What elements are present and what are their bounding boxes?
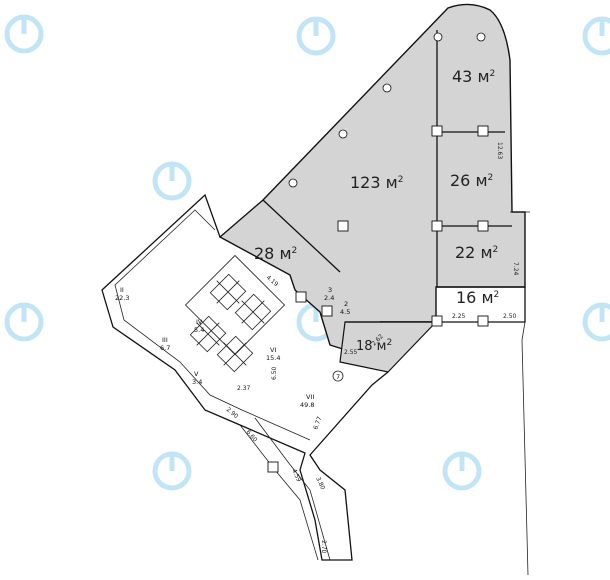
dim-6-50: 6.50: [271, 366, 278, 380]
room-3-num: 3: [328, 286, 332, 294]
watermark-logo: [152, 161, 192, 201]
dim-2-70: 2.70: [320, 540, 327, 554]
dim-6-60: 6.60: [244, 429, 258, 444]
watermark-logo: [4, 302, 44, 342]
watermark-logo: [442, 451, 482, 491]
room-iv-num: IV: [196, 318, 203, 326]
room-2-area: 4.5: [340, 308, 350, 316]
room-area-28: 28 м2: [254, 244, 297, 263]
dim-6-77: 6.77: [312, 416, 323, 431]
room-ii-num: II: [120, 286, 124, 294]
room-v-num: V: [194, 370, 199, 378]
room-iv-area: 5.4: [194, 326, 204, 334]
room-area-22: 22 м2: [455, 243, 498, 262]
dim-2-25: 2.25: [452, 313, 466, 320]
dim-12-63: 12.63: [496, 142, 503, 159]
room-area-16: 16 м2: [456, 288, 499, 307]
dim-2-55: 2.55: [344, 349, 358, 356]
watermark-logo: [582, 16, 610, 56]
watermark-logo: [152, 451, 192, 491]
left-wing-inner: [114, 209, 311, 441]
watermark-logo: [4, 14, 44, 54]
watermark-logo: [582, 302, 610, 342]
dim-7-24: 7.24: [512, 262, 519, 276]
left-wing: [101, 193, 389, 561]
room-vii-area: 49.8: [300, 401, 314, 409]
room-2-num: 2: [344, 300, 348, 308]
room-iii-num: III: [162, 336, 168, 344]
corridor: [239, 424, 319, 561]
dim-2-50: 2.50: [503, 313, 517, 320]
circle-marker-label: 7: [336, 373, 340, 381]
watermark-logo: [296, 16, 336, 56]
dim-2-90: 2.90: [225, 406, 240, 420]
elevator-x: [196, 322, 220, 346]
room-3-area: 2.4: [324, 294, 334, 302]
elevator-x: [241, 300, 265, 324]
core: [184, 254, 286, 356]
dim-4-19: 4.19: [265, 274, 280, 288]
room-area-43: 43 м2: [452, 67, 495, 86]
elevator-x: [216, 280, 240, 304]
room-area-123: 123 м2: [350, 173, 403, 192]
partition: [262, 199, 341, 273]
circle-marker: [332, 370, 344, 382]
elevator-x: [223, 342, 247, 366]
dim-3-80: 3.80: [314, 476, 326, 491]
room-v-area: 3.4: [192, 378, 202, 386]
room-area-18: 18 м2: [356, 338, 392, 354]
dim-2-37: 2.37: [237, 385, 251, 392]
columns: [267, 125, 489, 473]
round-columns: [288, 32, 486, 188]
room-vii-num: VII: [306, 393, 314, 401]
room-vi-num: VI: [270, 346, 276, 354]
outline: [521, 321, 529, 576]
room-ii-area: 22.3: [115, 294, 129, 302]
room-area-26: 26 м2: [450, 171, 493, 190]
room-iii-area: 6.7: [160, 344, 170, 352]
room-vi-area: 15.4: [266, 354, 280, 362]
corridor: [254, 417, 331, 561]
